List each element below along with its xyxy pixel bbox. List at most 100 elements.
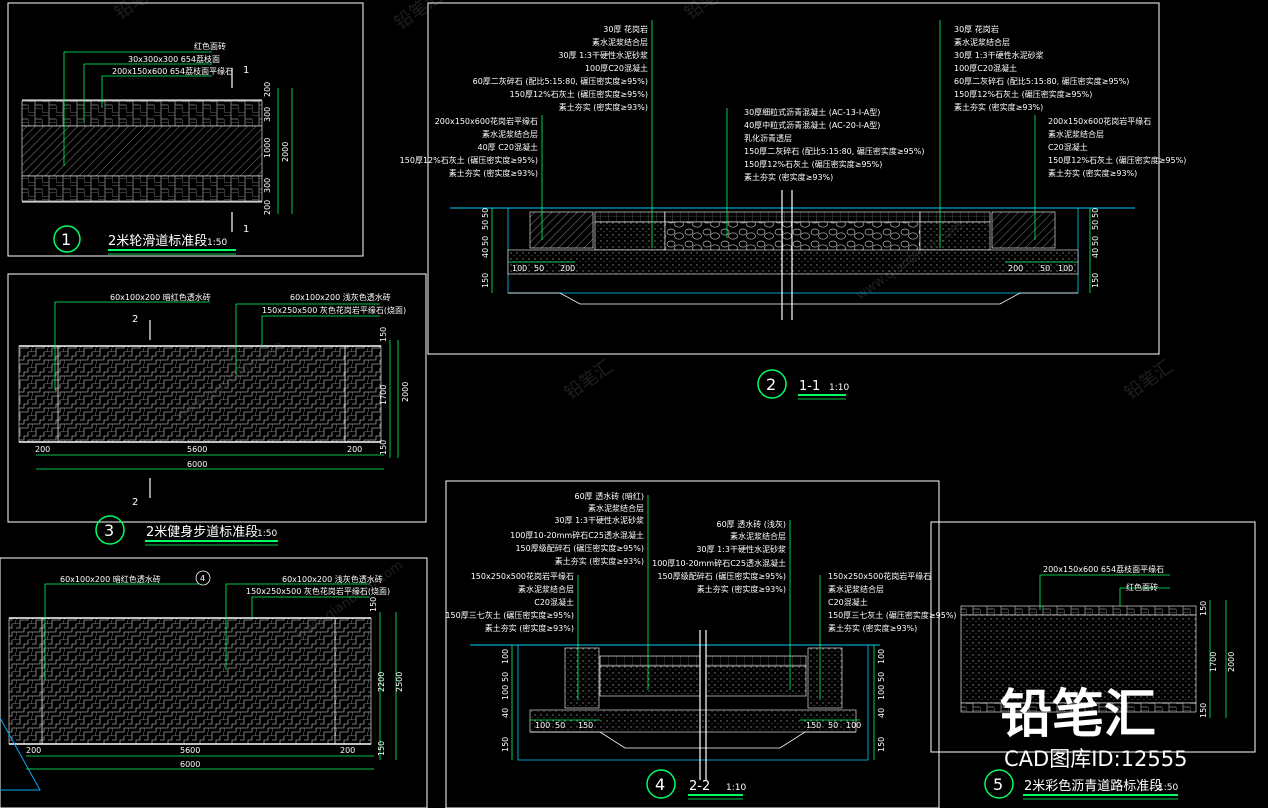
svg-text:C20混凝土: C20混凝土 xyxy=(828,597,868,607)
svg-text:50: 50 xyxy=(1091,236,1100,246)
svg-text:100厚C20混凝土: 100厚C20混凝土 xyxy=(585,63,648,73)
svg-text:150: 150 xyxy=(1091,273,1100,288)
svg-text:150厚12%石灰土 (碾压密实度≥95%): 150厚12%石灰土 (碾压密实度≥95%) xyxy=(954,89,1092,99)
svg-text:150: 150 xyxy=(369,597,378,612)
svg-text:30厚 1:3干硬性水泥砂浆: 30厚 1:3干硬性水泥砂浆 xyxy=(554,515,644,525)
svg-text:150: 150 xyxy=(877,737,886,752)
svg-text:150: 150 xyxy=(806,721,821,730)
svg-text:2200: 2200 xyxy=(377,672,386,692)
svg-text:铅笔汇: 铅笔汇 xyxy=(561,356,617,404)
excavation-outline xyxy=(517,645,869,761)
dimension-labels: 150 1700 150 2000 xyxy=(1199,601,1236,718)
notes-right-top: 30厚 花岗岩 素水泥浆结合层 30厚 1:3干硬性水泥砂浆 100厚C20混凝… xyxy=(954,24,1129,112)
svg-text:50: 50 xyxy=(1091,208,1100,218)
detail-number-circle xyxy=(757,369,787,399)
svg-text:100厚C20混凝土: 100厚C20混凝土 xyxy=(954,63,1017,73)
note-label: 红色面砖 xyxy=(194,41,226,51)
panel-3-frame xyxy=(7,273,427,523)
curb-left xyxy=(529,211,594,249)
paving-strip-center xyxy=(21,125,263,177)
leader-lines xyxy=(36,301,399,470)
svg-text:150厚12%石灰土 (碾压密实度≥95%): 150厚12%石灰土 (碾压密实度≥95%) xyxy=(400,155,538,165)
svg-text:2500: 2500 xyxy=(395,672,404,692)
section-mark: 4 xyxy=(200,574,205,583)
svg-text:300: 300 xyxy=(263,178,272,193)
detail-scale: 1:10 xyxy=(726,783,746,793)
notes-left-top: 30厚 花岗岩 素水泥浆结合层 30厚 1:3干硬性水泥砂浆 100厚C20混凝… xyxy=(473,24,648,112)
section-mark: 1 xyxy=(243,65,249,76)
lime-soil-layer xyxy=(507,249,1079,275)
svg-text:50: 50 xyxy=(534,264,544,273)
dimension-labels: 200 300 1000 300 200 2000 xyxy=(263,82,290,215)
subgrade-line xyxy=(508,292,1078,305)
svg-text:200x150x600花岗岩平缘石: 200x150x600花岗岩平缘石 xyxy=(1048,116,1151,126)
note-label: 30x300x300 654荔枝面 xyxy=(128,54,220,64)
detail-title: 1-1 xyxy=(799,379,820,394)
svg-text:100厚10-20mm碎石C25透水混凝土: 100厚10-20mm碎石C25透水混凝土 xyxy=(510,530,644,540)
notes-top-left: 60厚 透水砖 (暗红) 素水泥浆结合层 30厚 1:3干硬性水泥砂浆 100厚… xyxy=(510,491,644,566)
svg-text:铅笔汇: 铅笔汇 xyxy=(111,0,167,24)
herringbone-paving xyxy=(18,345,382,443)
svg-text:200x150x600花岗岩平缘石: 200x150x600花岗岩平缘石 xyxy=(435,116,538,126)
svg-text:150厚二灰碎石 (配比5:15:80, 碾压密实度≥95%: 150厚二灰碎石 (配比5:15:80, 碾压密实度≥95%) xyxy=(744,146,924,156)
svg-text:60厚 透水砖 (暗红): 60厚 透水砖 (暗红) xyxy=(574,491,644,501)
svg-text:100: 100 xyxy=(501,649,510,664)
svg-text:150厚12%石灰土 (碾压密实度≥95%): 150厚12%石灰土 (碾压密实度≥95%) xyxy=(1048,155,1186,165)
svg-text:素土夯实 (密实度≥93%): 素土夯实 (密实度≥93%) xyxy=(954,102,1043,112)
notes-right-mid: 200x150x600花岗岩平缘石 素水泥浆结合层 C20混凝土 150厚12%… xyxy=(1048,116,1186,178)
svg-text:40厚中粒式沥青混凝土 (AC-20-I-A型): 40厚中粒式沥青混凝土 (AC-20-I-A型) xyxy=(744,120,880,130)
svg-text:100: 100 xyxy=(877,649,886,664)
svg-text:50: 50 xyxy=(877,672,886,682)
panel-1-frame xyxy=(7,2,364,257)
svg-text:素土夯实 (密实度≥93%): 素土夯实 (密实度≥93%) xyxy=(1048,168,1137,178)
svg-text:铅笔汇: 铅笔汇 xyxy=(681,0,737,24)
paver-layer-right xyxy=(705,655,807,667)
svg-text:30厚 1:3干硬性水泥砂浆: 30厚 1:3干硬性水泥砂浆 xyxy=(954,50,1044,60)
svg-text:150: 150 xyxy=(501,737,510,752)
note-label: 150x250x500 灰色花岗岩平缘石(烧面) xyxy=(262,305,406,315)
svg-text:40: 40 xyxy=(1091,248,1100,258)
leader-lines xyxy=(511,495,875,760)
concrete-layer-left xyxy=(594,221,666,251)
detail-scale: 1:10 xyxy=(829,383,849,393)
detail-scale: 1:50 xyxy=(1158,783,1178,793)
svg-text:素水泥浆结合层: 素水泥浆结合层 xyxy=(588,503,644,513)
svg-text:素水泥浆结合层: 素水泥浆结合层 xyxy=(954,37,1010,47)
svg-text:素土夯实 (密实度≥93%): 素土夯实 (密实度≥93%) xyxy=(485,623,574,633)
detail-number-circle xyxy=(53,225,81,253)
svg-text:2000: 2000 xyxy=(401,382,410,402)
svg-text:100: 100 xyxy=(501,685,510,700)
panel-5-frame xyxy=(930,521,1256,753)
panel-3-plan: 2 2 60x100x200 暗红色透水砖 60x100x200 浅灰色透水砖 … xyxy=(7,273,427,546)
detail-title: 2米彩色沥青道路标准段 xyxy=(1024,778,1162,794)
svg-text:素水泥浆结合层: 素水泥浆结合层 xyxy=(730,531,786,541)
svg-text:50: 50 xyxy=(1091,220,1100,230)
svg-text:素水泥浆结合层: 素水泥浆结合层 xyxy=(828,584,884,594)
svg-text:6000: 6000 xyxy=(180,760,200,769)
permeable-concrete-right xyxy=(705,665,807,697)
detail-number: 5 xyxy=(993,775,1003,794)
svg-text:200: 200 xyxy=(560,264,575,273)
paving-strip-bottom xyxy=(21,175,263,202)
leader-lines xyxy=(491,20,1091,293)
detail-number-circle xyxy=(95,515,125,545)
svg-text:40: 40 xyxy=(481,248,490,258)
svg-text:60厚二灰碎石 (配比5:15:80, 碾压密实度≥95%): 60厚二灰碎石 (配比5:15:80, 碾压密实度≥95%) xyxy=(473,76,648,86)
panel-4-section: 60厚 透水砖 (暗红) 素水泥浆结合层 30厚 1:3干硬性水泥砂浆 100厚… xyxy=(445,480,957,808)
svg-text:铅笔汇: 铅笔汇 xyxy=(1121,356,1177,404)
svg-text:150: 150 xyxy=(1199,601,1208,616)
panel-1-plan: 1 1 红色面砖 30x300x300 654荔枝面 200x150x600 6… xyxy=(7,2,364,257)
svg-text:50: 50 xyxy=(481,208,490,218)
svg-text:100: 100 xyxy=(1058,264,1073,273)
svg-text:50: 50 xyxy=(501,672,510,682)
note-label: 红色面砖 xyxy=(1126,582,1158,592)
watermark-caption: CAD图库ID:12555 xyxy=(1004,747,1187,771)
detail-number: 3 xyxy=(104,521,114,540)
section-mark: 2 xyxy=(132,497,138,508)
detail-scale: 1:50 xyxy=(257,529,277,539)
svg-text:5600: 5600 xyxy=(180,746,200,755)
svg-text:30厚 花岗岩: 30厚 花岗岩 xyxy=(603,24,648,34)
notes-mid-right: 150x250x500花岗岩平缘石 素水泥浆结合层 C20混凝土 150厚三七灰… xyxy=(828,571,957,633)
svg-text:素水泥浆结合层: 素水泥浆结合层 xyxy=(592,37,648,47)
